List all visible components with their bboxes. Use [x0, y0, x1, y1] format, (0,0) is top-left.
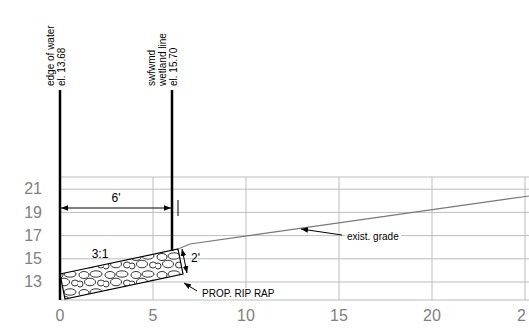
axis-tick: 19	[24, 204, 42, 222]
axis-tick: 20	[423, 307, 441, 325]
elevation-note: edge of water	[45, 25, 56, 86]
axis-tick: 15	[330, 307, 348, 325]
reference-lines	[60, 90, 172, 300]
elevation-note: wetland line	[157, 33, 168, 86]
slope-ratio: 3:1	[92, 248, 109, 261]
callout-label: PROP. RIP RAP	[200, 288, 276, 299]
axis-tick: 17	[24, 227, 42, 245]
dimensions	[61, 200, 342, 291]
existing-grade	[178, 196, 529, 249]
axis-tick: 0	[56, 307, 65, 325]
dimension: 6'	[110, 192, 123, 205]
axis-tick: 21	[24, 180, 42, 198]
axis-tick: 5	[149, 307, 158, 325]
elevation-note: el. 13.68	[56, 48, 67, 86]
axis-tick: 15	[24, 250, 42, 268]
axis-tick: 2	[517, 307, 526, 325]
elevation-note: el. 15.70	[168, 48, 179, 86]
rip-rap	[55, 240, 190, 305]
dimension: 2'	[191, 252, 200, 265]
elevation-note: swfwmd	[146, 50, 157, 86]
callout-label: exist. grade	[345, 231, 401, 242]
axis-tick: 13	[24, 273, 42, 291]
axis-tick: 10	[237, 307, 255, 325]
